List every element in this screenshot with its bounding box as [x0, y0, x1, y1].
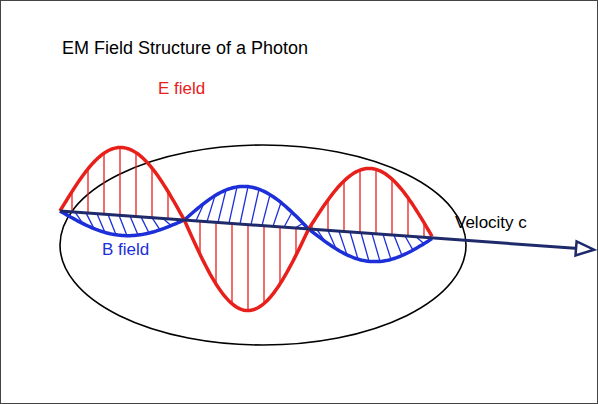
b-hatch-line [273, 203, 281, 227]
b-hatch-line [251, 189, 259, 225]
velocity-label: Velocity c [455, 213, 527, 233]
velocity-arrowhead [576, 241, 595, 255]
e-hatch-line [87, 169, 88, 213]
field-label: E field [158, 79, 205, 99]
e-hatch-line [247, 225, 248, 311]
e-hatch-line [327, 200, 328, 231]
e-hatch-line [215, 222, 216, 284]
b-hatch-line [372, 234, 380, 262]
b-hatch-line [240, 187, 248, 224]
b-hatch-line [383, 234, 391, 259]
b-hatch-line [361, 233, 369, 261]
e-field-hatching [72, 147, 424, 310]
e-field-wave [60, 147, 432, 310]
b-hatch-line [284, 212, 292, 227]
diagram-title: EM Field Structure of a Photon [62, 38, 308, 59]
b-hatch-line [229, 187, 237, 223]
e-hatch-line [407, 198, 408, 236]
b-hatch-line [394, 235, 402, 255]
e-hatch-line [359, 170, 360, 233]
b-hatch-line [119, 215, 127, 235]
e-hatch-line [343, 181, 344, 232]
e-hatch-line [103, 153, 104, 214]
e-hatch-line [263, 226, 264, 304]
e-hatch-line [151, 168, 152, 218]
field-label: B field [102, 240, 149, 260]
b-hatch-line [130, 216, 138, 235]
e-hatch-line [231, 224, 232, 304]
b-hatch-line [141, 217, 149, 233]
e-hatch-line [391, 179, 392, 235]
e-hatch-line [135, 153, 136, 217]
b-hatch-line [405, 236, 413, 250]
e-hatch-line [279, 227, 280, 284]
e-hatch-line [375, 169, 376, 234]
photon-envelope [60, 145, 466, 345]
e-hatch-line [119, 147, 120, 215]
b-hatch-line [262, 195, 270, 226]
